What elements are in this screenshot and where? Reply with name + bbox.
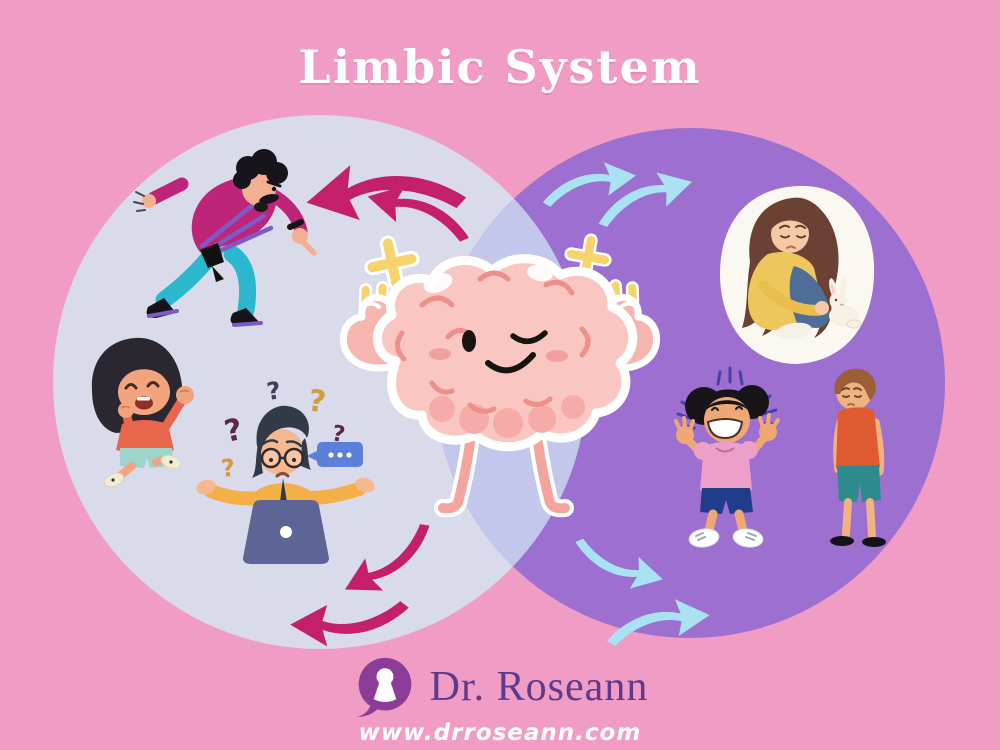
brain-face xyxy=(429,330,568,374)
crying-girl xyxy=(91,337,194,488)
question-mark: ? xyxy=(221,412,245,450)
question-mark: ? xyxy=(330,421,347,448)
excited-girl xyxy=(674,366,780,548)
sad-boy-illustration xyxy=(830,368,886,547)
question-mark: ? xyxy=(306,383,328,420)
speech-bubble-logo-icon xyxy=(356,657,411,718)
curved-arrow-icon xyxy=(605,598,711,647)
ellipsis-speech-bubble xyxy=(307,442,363,467)
confused-person: ? ? ? ? ? xyxy=(196,376,375,564)
sad-woman-illustration xyxy=(720,185,875,364)
footer: Dr. Roseann www.drroseann.com xyxy=(0,656,1000,746)
confused-person-illustration: ? ? ? ? ? xyxy=(196,376,375,564)
brand-name: Dr. Roseann xyxy=(429,664,649,710)
page-title: Limbic System xyxy=(298,40,702,94)
question-mark: ? xyxy=(220,454,237,483)
site-url: www.drroseann.com xyxy=(358,720,642,746)
question-mark: ? xyxy=(265,376,283,406)
angry-man-illustration xyxy=(133,149,317,327)
brain-mascot xyxy=(339,233,661,518)
sad-boy xyxy=(830,368,886,547)
angry-man xyxy=(133,149,317,327)
sparkle-plus-icon xyxy=(364,235,420,291)
plush-bunny xyxy=(829,277,862,329)
sad-woman-with-bunny xyxy=(720,185,875,364)
brain-mascot-illustration xyxy=(339,233,661,518)
curved-arrow-icon xyxy=(288,593,410,652)
crying-girl-illustration xyxy=(91,337,194,488)
excited-girl-illustration xyxy=(674,366,780,548)
